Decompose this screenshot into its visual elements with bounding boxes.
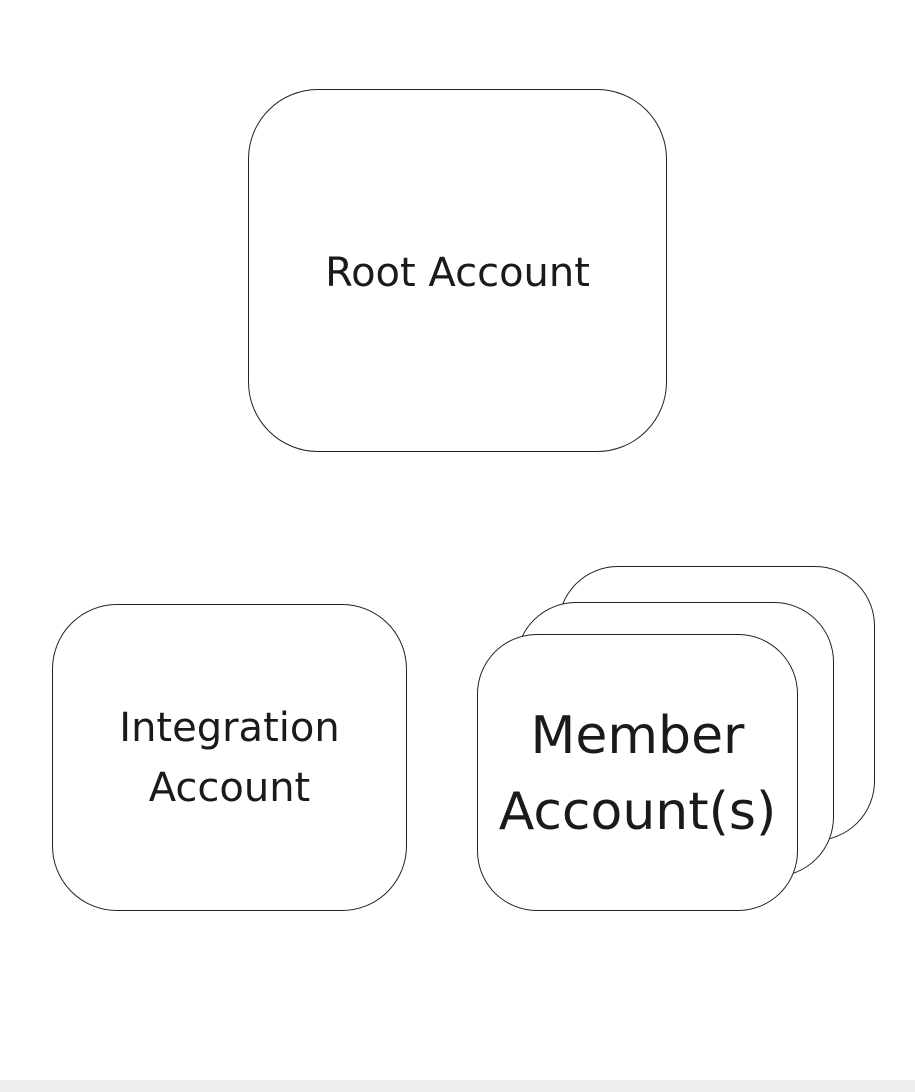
integration-account-node: Integration Account — [52, 604, 407, 911]
member-accounts-node: Member Account(s) — [477, 634, 798, 911]
bottom-edge-strip — [0, 1080, 915, 1092]
root-account-label: Root Account — [325, 249, 590, 296]
member-accounts-label: Member Account(s) — [498, 706, 777, 842]
integration-account-label: Integration Account — [119, 704, 340, 811]
root-account-node: Root Account — [248, 89, 667, 452]
